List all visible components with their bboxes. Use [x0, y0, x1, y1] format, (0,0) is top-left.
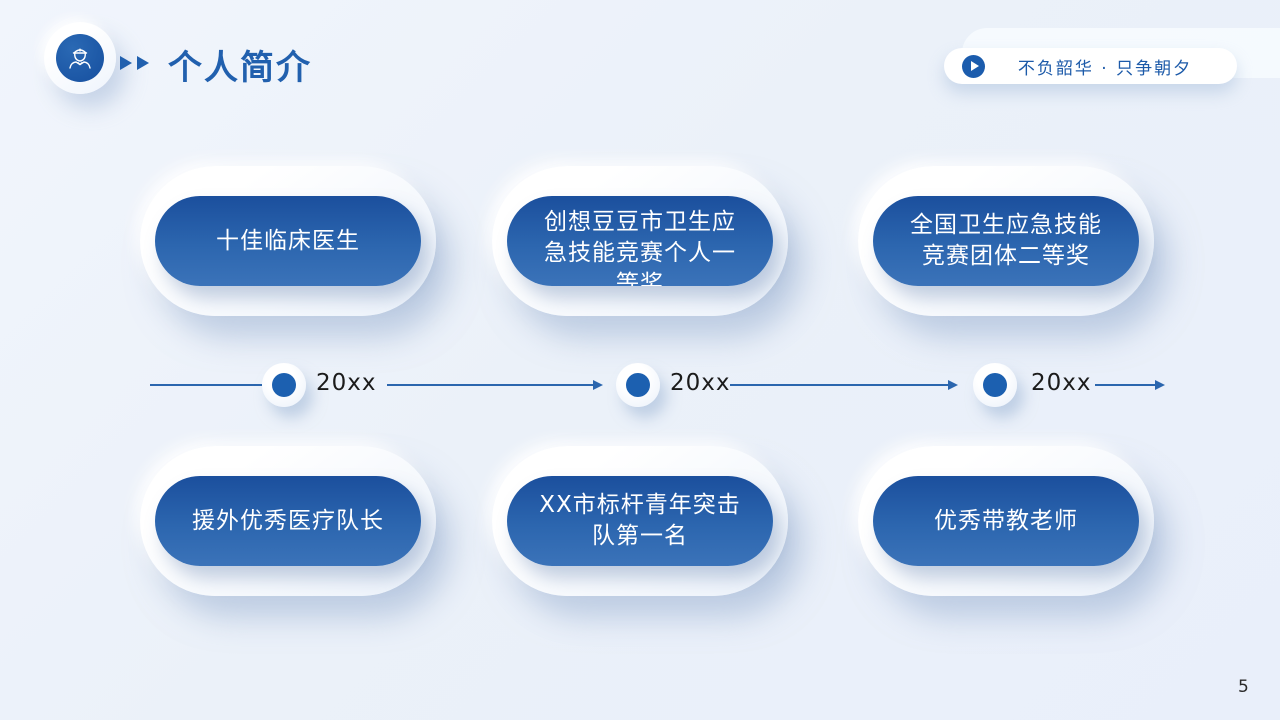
- nurse-icon: [69, 48, 91, 69]
- award-pill: 援外优秀医疗队长: [155, 476, 421, 566]
- award-card: 优秀带教老师: [858, 446, 1154, 596]
- award-pill: 创想豆豆市卫生应急技能竞赛个人一等奖: [507, 196, 773, 286]
- timeline-dot: [262, 363, 306, 407]
- avatar: [44, 22, 116, 94]
- award-card: 创想豆豆市卫生应急技能竞赛个人一等奖: [492, 166, 788, 316]
- timeline-arrow: [730, 380, 958, 390]
- timeline-year: 20xx: [670, 370, 731, 396]
- motto-text: 不负韶华 · 只争朝夕: [1017, 58, 1193, 79]
- page-number: 5: [1238, 677, 1249, 697]
- page-title: 个人简介: [168, 48, 312, 88]
- timeline-year: 20xx: [1031, 370, 1092, 396]
- timeline-line: [150, 384, 262, 386]
- avatar-circle: [56, 34, 104, 82]
- award-pill: 全国卫生应急技能竞赛团体二等奖: [873, 196, 1139, 286]
- timeline-arrow: [387, 380, 603, 390]
- chevron-right-icon: [137, 56, 149, 70]
- play-icon: [962, 54, 985, 78]
- award-card: 十佳临床医生: [140, 166, 436, 316]
- timeline-dot: [973, 363, 1017, 407]
- motto-badge: 不负韶华 · 只争朝夕: [944, 48, 1237, 84]
- timeline-arrow: [1095, 380, 1165, 390]
- timeline-dot: [616, 363, 660, 407]
- timeline-dot-core: [983, 373, 1007, 397]
- timeline-dot-core: [272, 373, 296, 397]
- award-card: 全国卫生应急技能竞赛团体二等奖: [858, 166, 1154, 316]
- award-card: 援外优秀医疗队长: [140, 446, 436, 596]
- play-triangle: [970, 61, 979, 71]
- double-chevron-icon: [120, 56, 149, 70]
- timeline-dot-core: [626, 373, 650, 397]
- timeline-year: 20xx: [316, 370, 377, 396]
- award-pill: 十佳临床医生: [155, 196, 421, 286]
- award-pill: 优秀带教老师: [873, 476, 1139, 566]
- award-card: XX市标杆青年突击队第一名: [492, 446, 788, 596]
- award-pill: XX市标杆青年突击队第一名: [507, 476, 773, 566]
- chevron-right-icon: [120, 56, 132, 70]
